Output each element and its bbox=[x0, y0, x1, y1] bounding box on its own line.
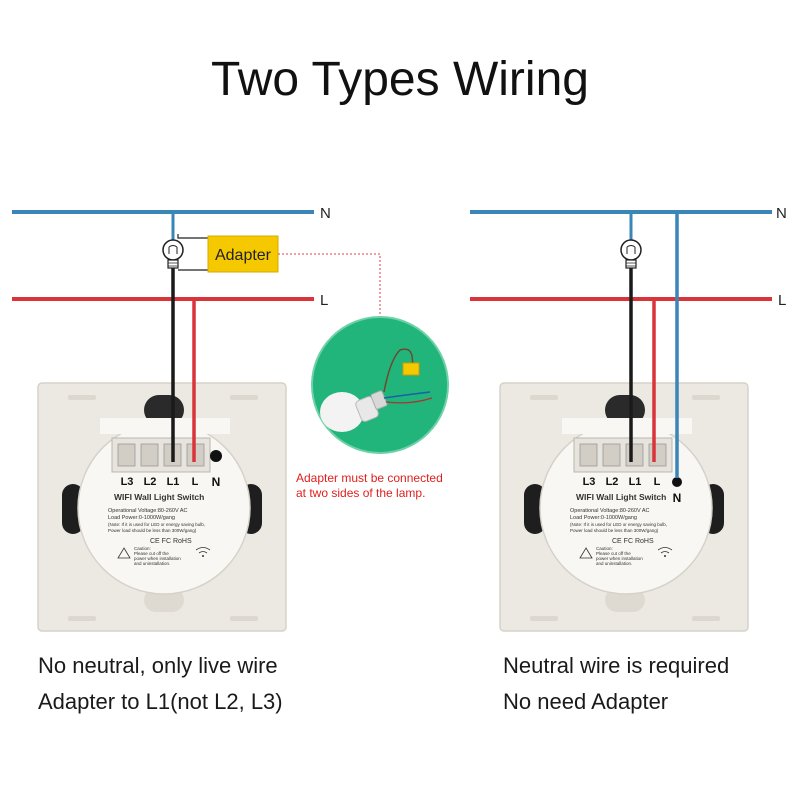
left-switch-panel: L3 L2 L1 L N WIFI Wall Light Switch Oper… bbox=[37, 382, 287, 632]
adapter-photo-circle bbox=[311, 316, 449, 454]
svg-text:Power load should be less than: Power load should be less than 300W/gang… bbox=[108, 528, 197, 533]
svg-text:Adapter must be connected: Adapter must be connected bbox=[296, 471, 443, 485]
right-caution-icon bbox=[579, 547, 593, 559]
page-title: Two Types Wiring bbox=[211, 53, 589, 106]
adapter-note: Adapter must be connected at two sides o… bbox=[296, 471, 443, 500]
terminal-label-l: L bbox=[654, 476, 661, 488]
left-caption-line-1: No neutral, only live wire bbox=[38, 653, 278, 678]
right-caption-line-1: Neutral wire is required bbox=[503, 653, 730, 678]
adapter-detail: Adapter must be connected at two sides o… bbox=[278, 253, 449, 500]
svg-text:Power load should be less than: Power load should be less than 300W/gang… bbox=[570, 528, 659, 533]
right-neutral-terminal-dot bbox=[672, 477, 682, 487]
svg-text:and uninstallation.: and uninstallation. bbox=[596, 561, 632, 566]
right-switch-panel: L3 L2 L1 L N WIFI Wall Light Switch Oper… bbox=[499, 382, 749, 632]
svg-text:Load Power:0-1000W/gang: Load Power:0-1000W/gang bbox=[570, 515, 637, 521]
svg-text:Operational Voltage:80-260V AC: Operational Voltage:80-260V AC bbox=[570, 508, 650, 514]
right-terminal-labels: L3 L2 L1 L bbox=[583, 476, 661, 488]
svg-text:power when installation: power when installation bbox=[134, 556, 181, 561]
right-spec-label: WIFI Wall Light Switch Operational Volta… bbox=[570, 492, 673, 566]
terminal-label-l2: L2 bbox=[606, 476, 619, 488]
svg-text:CE FC RoHS: CE FC RoHS bbox=[612, 538, 654, 545]
svg-text:Caution:: Caution: bbox=[134, 546, 151, 551]
left-caution-icon bbox=[117, 547, 131, 559]
left-wifi-icon bbox=[195, 547, 211, 554]
left-terminal-labels: L3 L2 L1 L bbox=[121, 476, 199, 488]
svg-text:Load Power:0-1000W/gang: Load Power:0-1000W/gang bbox=[108, 515, 175, 521]
svg-text:CE FC RoHS: CE FC RoHS bbox=[150, 538, 192, 545]
right-live-label: L bbox=[778, 292, 786, 309]
left-caption-line-2: Adapter to L1(not L2, L3) bbox=[38, 689, 283, 714]
right-neutral-label: N bbox=[776, 205, 787, 222]
right-diagram: L3 L2 L1 L N WIFI Wall Light Switch Oper… bbox=[470, 205, 787, 632]
left-neutral-label: N bbox=[320, 205, 331, 222]
terminal-label-l1: L1 bbox=[629, 476, 642, 488]
right-top-clip bbox=[605, 395, 645, 425]
left-live-label: L bbox=[320, 292, 328, 309]
adapter-label: Adapter bbox=[215, 247, 272, 264]
right-caption-line-2: No need Adapter bbox=[503, 689, 669, 714]
terminal-label-l: L bbox=[192, 476, 199, 488]
terminal-label-l3: L3 bbox=[583, 476, 596, 488]
svg-text:Please cut off the: Please cut off the bbox=[596, 551, 631, 556]
right-bulb-icon bbox=[620, 239, 642, 269]
svg-text:WIFI Wall Light Switch: WIFI Wall Light Switch bbox=[114, 492, 204, 502]
svg-text:Please cut off the: Please cut off the bbox=[134, 551, 169, 556]
left-diagram: L3 L2 L1 L N WIFI Wall Light Switch Oper… bbox=[12, 205, 331, 632]
svg-text:at two sides of the lamp.: at two sides of the lamp. bbox=[296, 486, 425, 500]
svg-text:(Note: If it is used for LED o: (Note: If it is used for LED or energy s… bbox=[570, 522, 667, 527]
svg-text:Caution:: Caution: bbox=[596, 546, 613, 551]
left-spec-label: WIFI Wall Light Switch Operational Volta… bbox=[108, 492, 211, 566]
right-wifi-icon bbox=[657, 547, 673, 554]
terminal-label-l1: L1 bbox=[167, 476, 180, 488]
svg-text:power when installation: power when installation bbox=[596, 556, 643, 561]
terminal-label-l3: L3 bbox=[121, 476, 134, 488]
svg-text:and uninstallation.: and uninstallation. bbox=[134, 561, 170, 566]
terminal-label-l2: L2 bbox=[144, 476, 157, 488]
left-caption: No neutral, only live wire Adapter to L1… bbox=[38, 648, 283, 720]
svg-text:(Note: If it is used for LED o: (Note: If it is used for LED or energy s… bbox=[108, 522, 205, 527]
svg-text:WIFI Wall Light Switch: WIFI Wall Light Switch bbox=[576, 492, 666, 502]
right-neutral-terminal-label: N bbox=[673, 491, 682, 505]
svg-text:Operational Voltage:80-260V AC: Operational Voltage:80-260V AC bbox=[108, 508, 188, 514]
left-bulb-icon bbox=[162, 239, 184, 269]
lamp-photo-icon bbox=[320, 348, 433, 432]
right-caption: Neutral wire is required No need Adapter bbox=[503, 648, 729, 720]
left-neutral-terminal-label: N bbox=[212, 475, 221, 489]
left-status-dot bbox=[210, 450, 222, 462]
